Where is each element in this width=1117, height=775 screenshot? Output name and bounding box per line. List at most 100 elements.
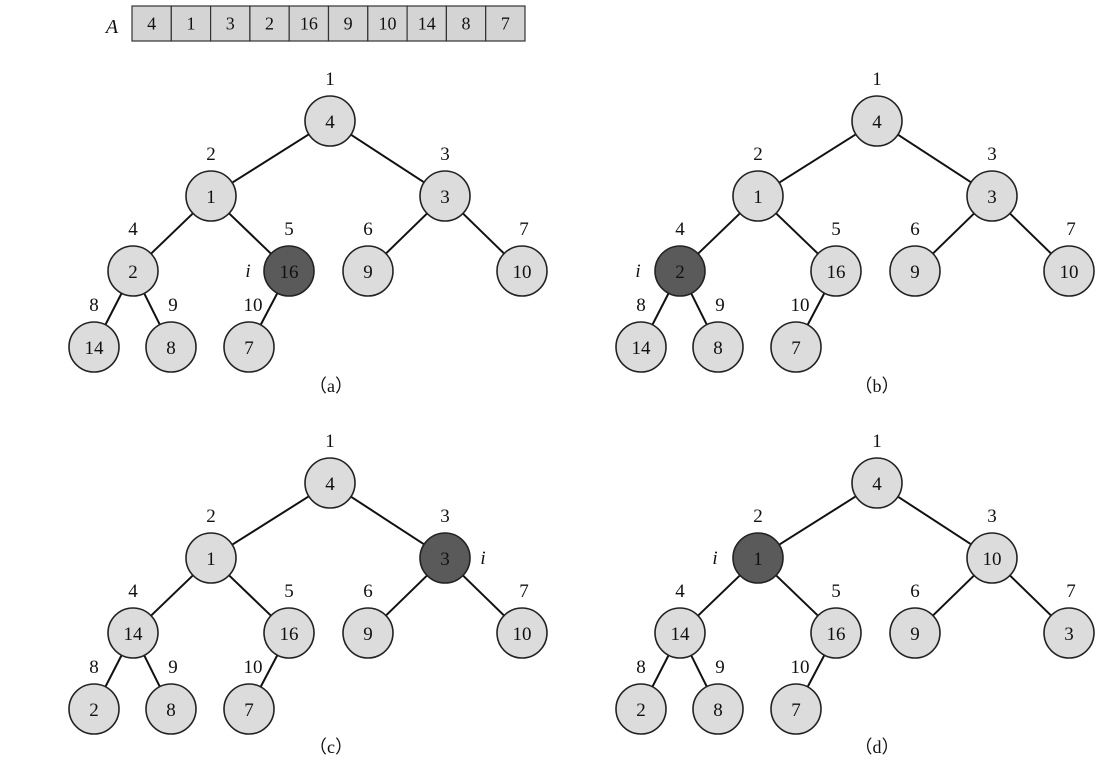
node-value: 1 [206, 549, 216, 570]
node-value: 10 [513, 262, 532, 283]
node-value: 9 [363, 262, 373, 283]
tree-node [770, 683, 822, 735]
tree-node [223, 683, 275, 735]
tree-node [810, 245, 862, 297]
tree-edge [231, 133, 310, 184]
tree-node [223, 321, 275, 373]
node-value: 9 [363, 624, 373, 645]
array-cell [210, 5, 251, 42]
node-index: 1 [325, 431, 335, 452]
node-value: 7 [244, 338, 254, 359]
panel-caption: （c） [309, 737, 353, 757]
tree-node [1043, 607, 1095, 659]
tree-node [966, 170, 1018, 222]
tree-node [107, 607, 159, 659]
tree-node [1043, 245, 1095, 297]
tree-node [851, 95, 903, 147]
tree-edge [228, 574, 272, 617]
node-index: 4 [675, 581, 685, 602]
node-index: 6 [363, 581, 373, 602]
tree-edge [775, 574, 819, 617]
array-cell [406, 5, 448, 42]
node-index: 10 [791, 657, 810, 678]
index-marker-i: i [480, 548, 485, 569]
node-value: 9 [910, 624, 920, 645]
tree-edge [143, 654, 161, 688]
node-value: 8 [166, 338, 176, 359]
node-value: 16 [280, 262, 299, 283]
node-index: 3 [987, 144, 997, 165]
panel-caption: （b） [855, 376, 900, 396]
tree-edge [385, 212, 428, 255]
highlighted-node [263, 245, 315, 297]
tree-edge [150, 212, 194, 255]
tree-node [304, 457, 356, 509]
node-value: 14 [632, 338, 652, 359]
index-marker-i: i [245, 261, 250, 282]
tree-node [966, 532, 1018, 584]
node-index: 10 [791, 295, 810, 316]
array-cell-value: 4 [147, 14, 156, 34]
index-marker-i: i [635, 261, 640, 282]
node-index: 4 [128, 581, 138, 602]
tree-node [342, 607, 394, 659]
node-value: 1 [753, 187, 763, 208]
array-cell [445, 5, 487, 42]
node-index: 10 [244, 657, 263, 678]
node-index: 1 [872, 431, 882, 452]
node-index: 9 [168, 295, 178, 316]
tree-node [692, 683, 744, 735]
tree-node [185, 170, 237, 222]
tree-node [107, 245, 159, 297]
array-cell-value: 16 [300, 14, 318, 34]
node-value: 3 [987, 187, 997, 208]
array-cell [170, 5, 212, 42]
node-index: 9 [168, 657, 178, 678]
node-value: 3 [1064, 624, 1074, 645]
tree-edge [651, 292, 670, 326]
tree-edge [462, 574, 505, 617]
tree-node [615, 321, 667, 373]
node-index: 2 [206, 144, 216, 165]
panel-caption: （d） [855, 737, 900, 757]
index-marker-i: i [712, 548, 717, 569]
tree-edge [932, 212, 975, 255]
tree-node [654, 607, 706, 659]
tree-edge [775, 212, 819, 255]
node-value: 10 [1060, 262, 1079, 283]
node-value: 4 [325, 112, 335, 133]
array-cell-value: 1 [186, 14, 195, 34]
node-value: 4 [872, 112, 882, 133]
node-value: 7 [791, 338, 801, 359]
node-index: 4 [128, 219, 138, 240]
tree-node [419, 170, 471, 222]
tree-edge [697, 574, 741, 617]
tree-node [263, 607, 315, 659]
node-value: 1 [753, 549, 763, 570]
node-value: 16 [827, 624, 846, 645]
node-index: 1 [325, 69, 335, 90]
highlighted-node [419, 532, 471, 584]
tree-node [692, 321, 744, 373]
tree-node [342, 245, 394, 297]
tree-node [889, 607, 941, 659]
highlighted-node [654, 245, 706, 297]
node-index: 5 [284, 581, 294, 602]
tree-node [68, 321, 120, 373]
node-index: 2 [753, 506, 763, 527]
node-value: 14 [85, 338, 105, 359]
panel-caption: （a） [309, 376, 353, 396]
tree-edge [228, 212, 272, 255]
node-index: 3 [440, 506, 450, 527]
node-value: 14 [671, 624, 691, 645]
array-cell-value: 3 [226, 14, 235, 34]
node-index: 2 [206, 506, 216, 527]
tree-edge [385, 574, 428, 617]
node-index: 7 [1066, 219, 1076, 240]
node-value: 8 [166, 700, 176, 721]
tree-edge [1009, 212, 1052, 255]
array-cell-value: 2 [265, 14, 274, 34]
